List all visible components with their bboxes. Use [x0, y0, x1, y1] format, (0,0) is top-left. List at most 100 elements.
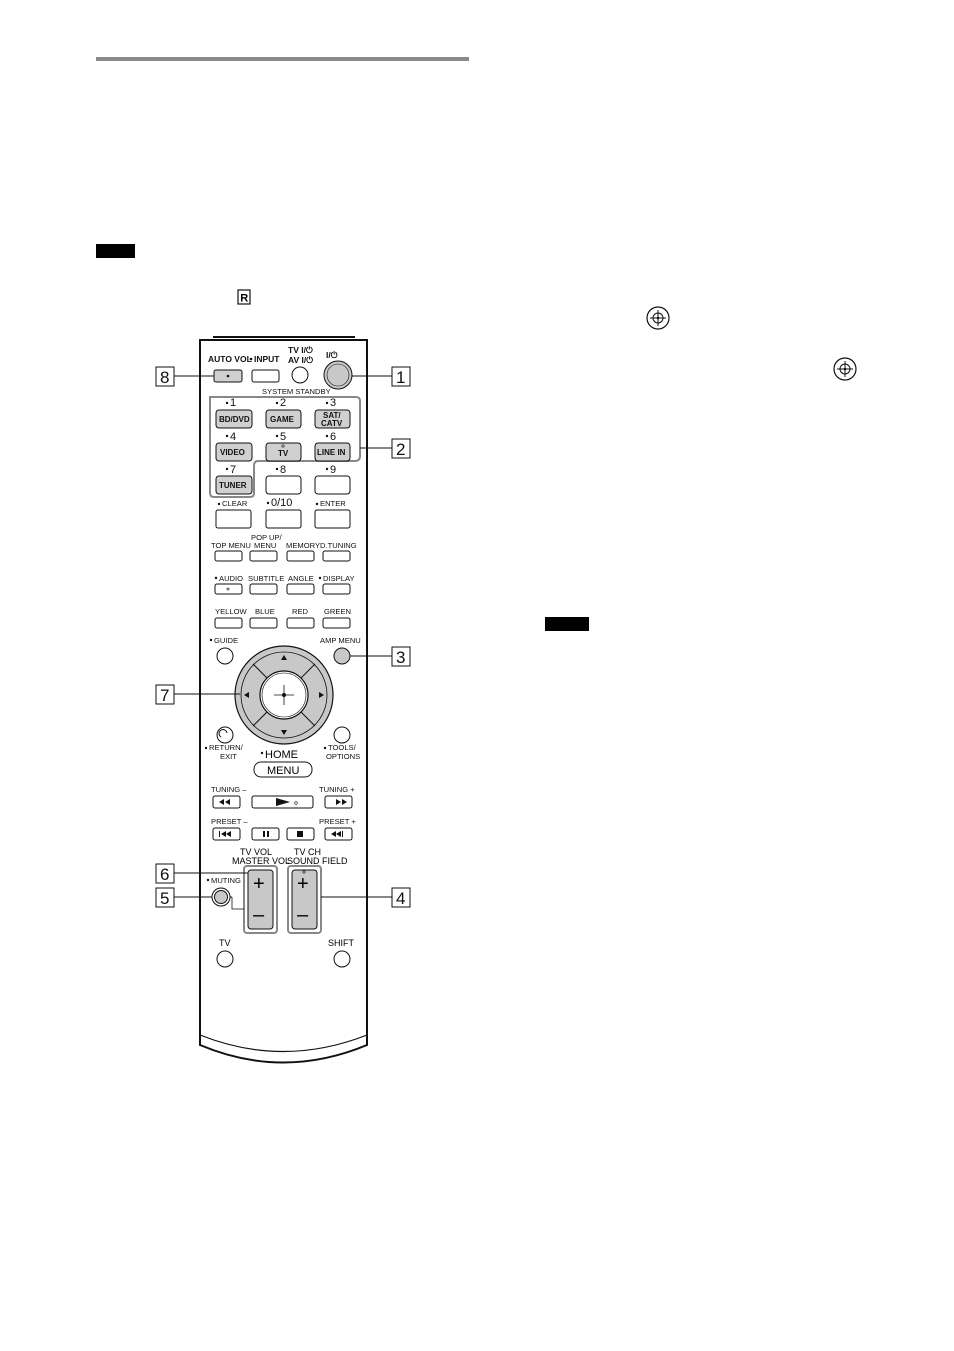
- number-3-label: 3: [330, 397, 336, 409]
- channel-plus: +: [297, 873, 309, 895]
- callout-8-number: 8: [160, 368, 169, 387]
- dtuning-label: D.TUNING: [320, 541, 357, 550]
- bd-dvd-label: BD/DVD: [219, 415, 250, 424]
- clear-button[interactable]: [215, 509, 252, 529]
- display-button[interactable]: [322, 583, 351, 595]
- top-menu-label: TOP MENU: [211, 541, 251, 550]
- tuner-label: TUNER: [219, 481, 247, 490]
- tv-button[interactable]: [216, 950, 234, 968]
- number-9-label: 9: [330, 464, 336, 476]
- game-label: GAME: [270, 415, 295, 424]
- dtuning-button[interactable]: [322, 550, 351, 562]
- pause-button[interactable]: [251, 827, 280, 841]
- video-button[interactable]: [215, 442, 253, 462]
- callout-7-number: 7: [160, 686, 169, 705]
- callout-1-number: 1: [396, 368, 405, 387]
- down-arrow-icon[interactable]: [281, 730, 287, 735]
- input-label: INPUT: [254, 354, 280, 364]
- number-9-button[interactable]: [314, 475, 351, 495]
- preset-plus-label: PRESET +: [319, 817, 356, 826]
- tv-label: TV: [219, 938, 231, 948]
- game-button[interactable]: [265, 409, 302, 429]
- tv-input-label: TV: [278, 449, 289, 458]
- callout-8: 8: [155, 366, 175, 387]
- tv-input-button[interactable]: [265, 442, 302, 462]
- next-icon: [331, 831, 343, 837]
- input-button[interactable]: [251, 369, 280, 383]
- amp-menu-button[interactable]: [333, 647, 351, 665]
- home-label: HOME: [265, 749, 298, 761]
- line-in-button[interactable]: [314, 442, 351, 462]
- callout-3: 3: [391, 646, 411, 667]
- memory-label: MEMORY: [286, 541, 320, 550]
- preset-minus-label: PRESET –: [211, 817, 248, 826]
- exit-label: EXIT: [220, 752, 237, 761]
- input-button-grid: 1 BD/DVD 2 GAME 3 SAT/ CATV 4 VIDEO 5 TV…: [215, 397, 351, 495]
- left-arrow-icon[interactable]: [244, 692, 249, 698]
- number-6-label: 6: [330, 431, 336, 443]
- home-menu-button[interactable]: [253, 761, 313, 778]
- number-1-label: 1: [230, 397, 236, 409]
- callout-4: 4: [391, 887, 411, 908]
- tools-button[interactable]: [333, 726, 351, 744]
- sat-catv-button[interactable]: [314, 409, 351, 429]
- number-2-label: 2: [280, 397, 286, 409]
- yellow-button[interactable]: [214, 617, 243, 629]
- section-rule: [96, 57, 469, 61]
- callout-2-number: 2: [396, 440, 405, 459]
- r-mark-letter: R: [240, 293, 248, 305]
- channel-rocker[interactable]: [291, 869, 318, 930]
- angle-button[interactable]: [286, 583, 315, 595]
- tv-power-label: TV I/⏻: [288, 345, 314, 355]
- av-power-button[interactable]: [291, 366, 309, 384]
- guide-button[interactable]: [216, 647, 234, 665]
- audio-label: AUDIO: [219, 574, 243, 583]
- clear-label: CLEAR: [222, 499, 248, 508]
- right-arrow-icon[interactable]: [319, 692, 324, 698]
- shift-button[interactable]: [333, 950, 351, 968]
- zero-button[interactable]: [265, 509, 302, 529]
- top-menu-button[interactable]: [214, 550, 243, 562]
- sat-label: SAT/: [323, 411, 341, 420]
- remote-sensor-mark-icon: R: [237, 289, 251, 305]
- popup-label: POP UP/: [251, 533, 283, 542]
- up-arrow-icon[interactable]: [281, 655, 287, 660]
- angle-label: ANGLE: [288, 574, 314, 583]
- number-8-button[interactable]: [265, 475, 302, 495]
- green-label: GREEN: [324, 607, 351, 616]
- enter-button-icon: [833, 357, 857, 381]
- volume-rocker[interactable]: [247, 869, 274, 930]
- callout-2: 2: [391, 438, 411, 459]
- return-button[interactable]: [216, 726, 234, 744]
- muting-button[interactable]: [214, 890, 228, 904]
- display-label: DISPLAY: [323, 574, 355, 583]
- tuner-button[interactable]: [215, 475, 253, 495]
- pause-icon: [263, 831, 269, 837]
- stop-icon: [297, 831, 303, 837]
- bd-dvd-button[interactable]: [215, 409, 253, 429]
- memory-button[interactable]: [286, 550, 315, 562]
- guide-label: GUIDE: [214, 636, 238, 645]
- tv-vol-label: TV VOL: [240, 847, 272, 857]
- auto-vol-label: AUTO VOL: [208, 354, 252, 364]
- play-icon: [276, 798, 290, 806]
- menu-label: MENU: [267, 765, 299, 777]
- enter-button[interactable]: [314, 509, 351, 529]
- tuning-minus-label: TUNING –: [211, 785, 247, 794]
- power-button[interactable]: [323, 360, 353, 390]
- navigation-pad: [234, 645, 334, 745]
- popup-menu-button[interactable]: [249, 550, 278, 562]
- tv-ch-label: TV CH: [294, 847, 321, 857]
- blue-button[interactable]: [249, 617, 278, 629]
- subtitle-button[interactable]: [249, 583, 278, 595]
- callout-6-number: 6: [160, 865, 169, 884]
- return-label: RETURN/: [209, 743, 244, 752]
- green-button[interactable]: [322, 617, 351, 629]
- number-8-label: 8: [280, 464, 286, 476]
- tools-label: TOOLS/: [328, 743, 357, 752]
- red-button[interactable]: [286, 617, 315, 629]
- muting-label: MUTING: [211, 876, 241, 885]
- amp-menu-label: AMP MENU: [320, 636, 361, 645]
- audio-button[interactable]: [214, 583, 243, 595]
- volume-plus: +: [253, 873, 265, 895]
